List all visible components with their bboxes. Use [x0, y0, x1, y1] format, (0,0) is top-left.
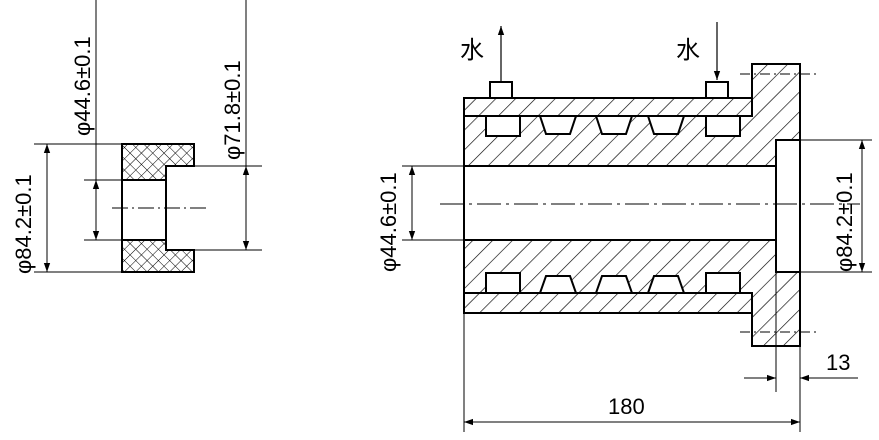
flange-diameter-label: φ84.2±0.1 [832, 172, 857, 272]
total-length-label: 180 [608, 394, 645, 419]
mold-bore [464, 166, 776, 240]
bottom-cooling-channels [485, 272, 741, 294]
water-label-left: 水 [460, 36, 484, 64]
insert-body-top [121, 143, 195, 181]
water-outlet-port [705, 81, 729, 99]
insert-body-bottom [121, 239, 195, 273]
jacket-top [463, 97, 753, 117]
bore-diameter-label: φ44.6±0.1 [376, 172, 401, 272]
flange-recess [775, 139, 801, 273]
jacket-bottom [463, 292, 753, 314]
outer-diameter-label: φ84.2±0.1 [11, 174, 36, 274]
inner-diameter-label: φ44.6±0.1 [70, 36, 95, 136]
water-label-right: 水 [676, 36, 700, 64]
flange-thickness-label: 13 [826, 350, 850, 375]
mold-section-view: 水 水 φ44.6±0.1 φ84.2±0.1 13 180 [376, 22, 872, 432]
insert-section-view: φ84.2±0.1 φ44.6±0.1 φ71.8±0.1 [11, 0, 262, 274]
top-cooling-channels [485, 115, 741, 137]
water-inlet-port [489, 81, 513, 99]
shoulder-diameter-label: φ71.8±0.1 [220, 60, 245, 160]
